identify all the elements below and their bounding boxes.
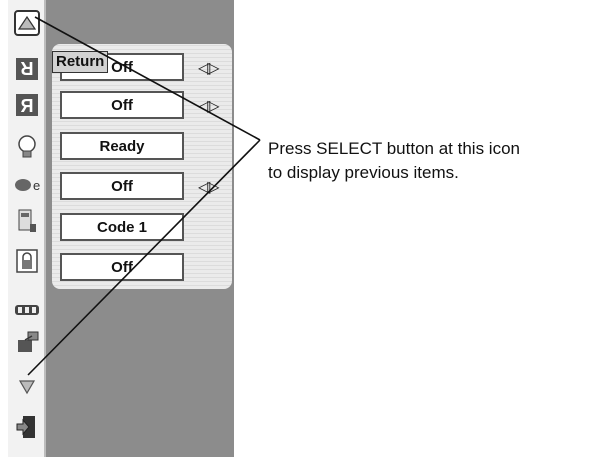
remote-icon[interactable] <box>14 208 40 234</box>
icon-sidebar: R R e <box>8 0 46 457</box>
callout-text-line2: to display previous items. <box>268 163 459 182</box>
svg-text:R: R <box>21 96 34 116</box>
adjust-arrows-icon[interactable]: ◁▷ <box>198 98 220 115</box>
filter-icon[interactable] <box>14 296 40 322</box>
callout-line-lower <box>27 139 261 376</box>
menu-value-box[interactable]: Off <box>60 172 184 200</box>
svg-text:R: R <box>21 58 34 78</box>
exit-icon[interactable] <box>14 414 40 440</box>
svg-text:e: e <box>33 178 40 193</box>
network-icon[interactable] <box>14 330 40 356</box>
menu-value-box[interactable]: Ready <box>60 132 184 160</box>
return-tooltip: Return <box>52 51 109 73</box>
reverse-r-icon[interactable]: R <box>14 56 40 82</box>
down-arrow-icon[interactable] <box>14 374 40 400</box>
lamp-icon[interactable] <box>14 134 40 160</box>
eco-icon[interactable]: e <box>14 172 40 198</box>
callout-text-line1: Press SELECT button at this icon <box>268 139 520 158</box>
menu-value-box[interactable]: Off <box>60 253 184 281</box>
menu-panel <box>52 44 232 289</box>
adjust-arrows-icon[interactable]: ◁▷ <box>198 179 220 196</box>
return-up-icon[interactable] <box>14 10 40 36</box>
menu-value-box[interactable]: Code 1 <box>60 213 184 241</box>
menu-value-box[interactable]: Off <box>60 91 184 119</box>
lock-icon[interactable] <box>14 248 40 274</box>
mirror-r-icon[interactable]: R <box>14 92 40 118</box>
adjust-arrows-icon[interactable]: ◁▷ <box>198 60 220 77</box>
callout-line-upper <box>34 16 261 141</box>
